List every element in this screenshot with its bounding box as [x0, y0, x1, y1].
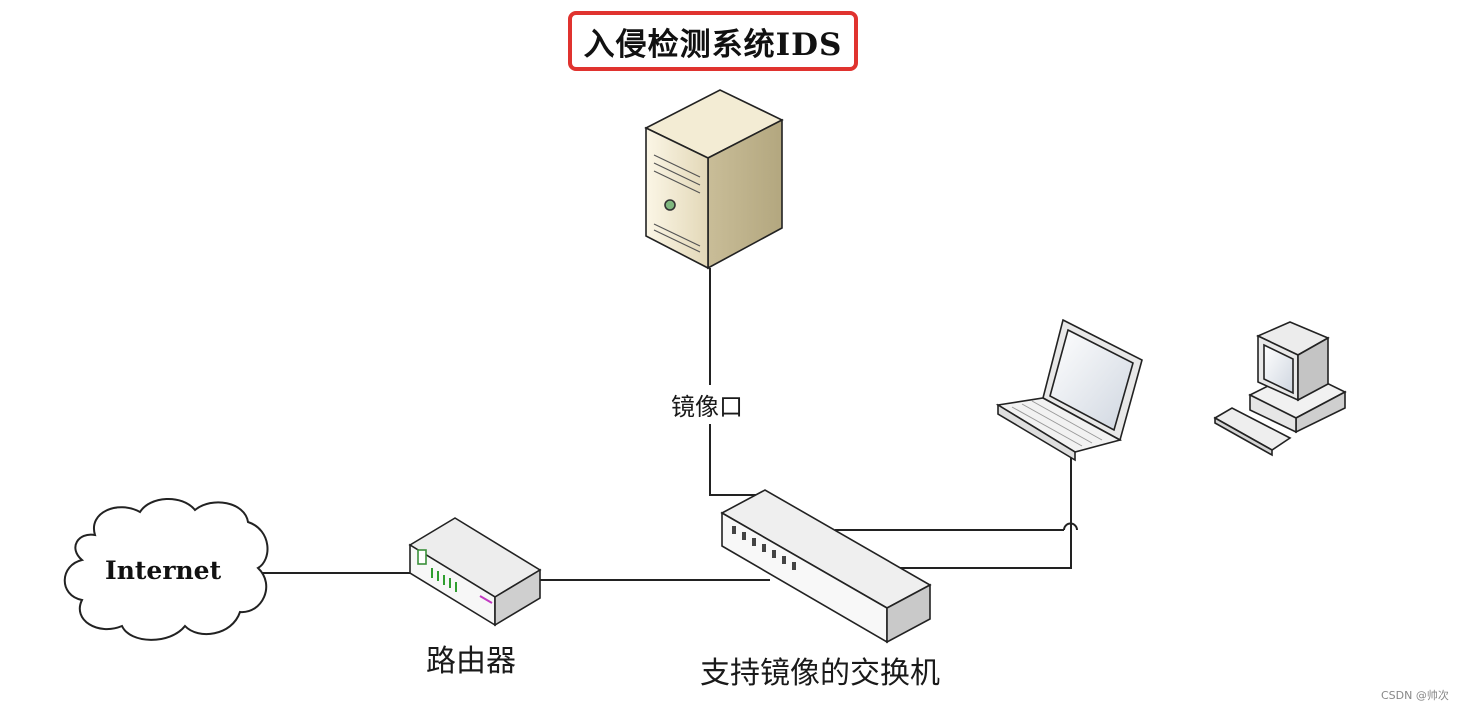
desktop-pc-icon [1215, 322, 1345, 455]
diagram-title: 入侵检测系统IDS [584, 19, 843, 64]
laptop-icon [998, 320, 1142, 460]
mirror-port-label: 镜像口 [669, 385, 745, 424]
router-label: 路由器 [426, 636, 516, 680]
ids-title-box: 入侵检测系统IDS [568, 11, 858, 71]
internet-label: Internet [105, 556, 221, 585]
switch-label: 支持镜像的交换机 [700, 648, 940, 692]
switch-icon [722, 490, 930, 642]
connection-lines [255, 268, 1077, 580]
edge-ids-switch [710, 268, 760, 495]
server-tower-icon [646, 90, 782, 268]
router-icon [410, 518, 540, 625]
edge-switch-laptop [900, 455, 1071, 568]
watermark: CSDN @帅次 [1381, 687, 1449, 703]
